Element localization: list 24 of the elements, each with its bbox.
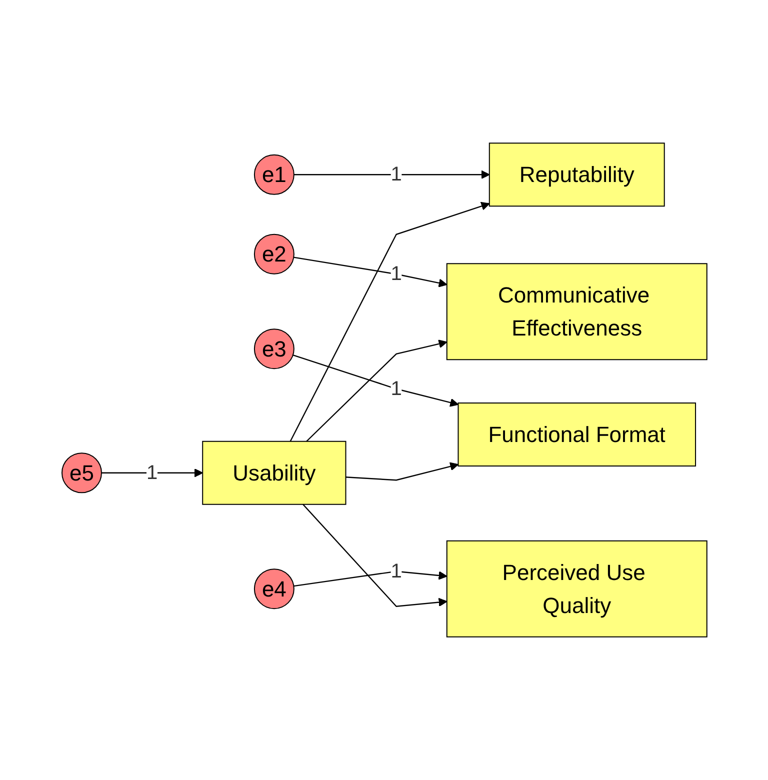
arrow: [345, 462, 458, 481]
arrow: [293, 170, 490, 180]
node-circle: e5: [61, 452, 102, 494]
edge-label: 1: [390, 164, 402, 186]
node-circle: e4: [254, 568, 294, 610]
node-box: Perceived Use Quality: [446, 540, 707, 638]
edge-label: 1: [390, 263, 402, 286]
arrow: [306, 340, 447, 442]
edge-label: 1: [390, 560, 402, 582]
arrow: [293, 256, 447, 288]
arrow: [292, 354, 458, 407]
edge-label: 1: [146, 462, 158, 484]
edge-label: 1: [390, 378, 402, 400]
node-circle: e3: [254, 328, 294, 370]
arrow: [302, 504, 447, 607]
node-box: Communicative Effectiveness: [446, 263, 707, 360]
node-box: Usability: [202, 440, 346, 505]
arrow: [101, 468, 203, 478]
node-circle: e1: [254, 154, 294, 195]
node-box: Functional Format: [457, 402, 696, 466]
node-circle: e2: [254, 234, 294, 274]
arrow: [293, 570, 447, 587]
arrow: [289, 202, 490, 442]
node-box: Reputability: [488, 142, 664, 207]
